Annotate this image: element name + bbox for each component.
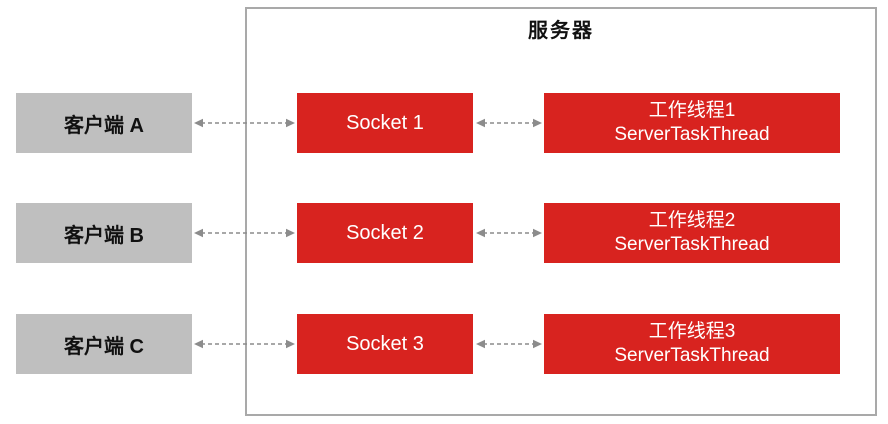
worker-thread-3-title: 工作线程3 [648, 321, 736, 342]
client-b-box: 客户端 B [16, 203, 192, 263]
worker-thread-3-class: ServerTaskThread [614, 345, 770, 366]
socket-2-box: Socket 2 [297, 203, 473, 263]
client-c-label: 客户端 C [64, 335, 144, 358]
worker-thread-2-box: 工作线程2 ServerTaskThread [544, 203, 840, 263]
worker-thread-3-box: 工作线程3 ServerTaskThread [544, 314, 840, 374]
client-c-box: 客户端 C [16, 314, 192, 374]
worker-thread-1-box: 工作线程1 ServerTaskThread [544, 93, 840, 153]
socket-1-label: Socket 1 [346, 111, 424, 134]
worker-thread-1-title: 工作线程1 [648, 100, 736, 121]
worker-thread-1-class: ServerTaskThread [614, 124, 770, 145]
server-title: 服务器 [528, 20, 594, 42]
worker-thread-2-title: 工作线程2 [648, 210, 736, 231]
client-b-label: 客户端 B [64, 224, 144, 247]
client-a-label: 客户端 A [64, 114, 144, 137]
socket-3-box: Socket 3 [297, 314, 473, 374]
worker-thread-2-class: ServerTaskThread [614, 234, 770, 255]
socket-2-label: Socket 2 [346, 221, 424, 244]
socket-1-box: Socket 1 [297, 93, 473, 153]
server-box: 服务器 [245, 7, 877, 416]
socket-3-label: Socket 3 [346, 332, 424, 355]
client-a-box: 客户端 A [16, 93, 192, 153]
